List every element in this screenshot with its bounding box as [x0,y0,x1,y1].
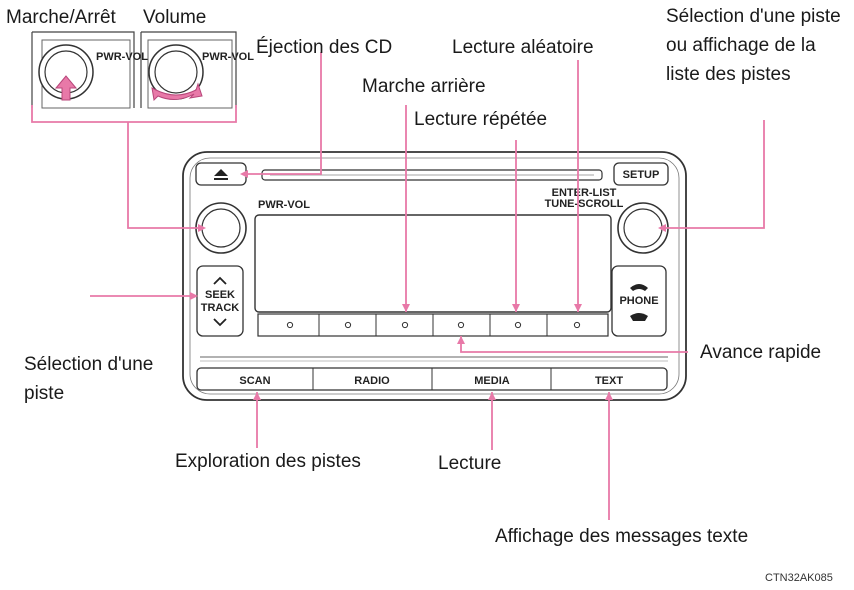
eject-icon [214,169,228,180]
preset-6-button[interactable] [573,321,581,329]
track-label: TRACK [201,302,240,314]
fast-forward-callout: Avance rapide [700,342,822,363]
rotate-arrow-icon [151,82,203,102]
text-button[interactable]: TEXT [595,375,623,387]
pwr-vol-label: PWR-VOL [258,199,310,211]
seek-label: SEEK [205,289,235,301]
hang-up-icon [630,313,648,321]
power-knob-inset: PWR-VOL [31,31,148,109]
callout-lines [31,52,765,520]
tune-scroll-label: TUNE-SCROLL [545,198,624,210]
pwr-vol-knob[interactable] [195,202,247,254]
phone-label: PHONE [619,295,658,307]
play-callout: Lecture [438,453,502,474]
setup-button[interactable]: SETUP [613,162,669,186]
scan-button[interactable]: SCAN [239,375,270,387]
call-icon [630,284,648,291]
media-button[interactable]: MEDIA [474,375,510,387]
eject-button[interactable] [195,162,247,186]
display-screen [254,214,612,313]
chevron-down-icon [213,318,227,327]
preset-1-button[interactable] [286,321,294,329]
power-callout: Marche/Arrêt [6,7,116,28]
preset-4-button[interactable] [457,321,465,329]
power-inset-label: PWR-VOL [96,51,148,63]
shuffle-callout: Lecture aléatoire [452,37,594,58]
scan-callout: Exploration des pistes [175,451,361,472]
image-code: CTN32AK085 [765,572,833,584]
volume-inset-label: PWR-VOL [202,51,254,63]
seek-track-button[interactable]: SEEK TRACK [196,265,244,337]
track-list-callout: Sélection d'une piste ou affichage de la… [666,6,841,85]
radio-button[interactable]: RADIO [354,375,390,387]
preset-2-button[interactable] [344,321,352,329]
phone-button[interactable]: PHONE [611,265,667,337]
text-display-callout: Affichage des messages texte [495,526,749,547]
preset-5-button[interactable] [514,321,522,329]
bottom-buttons: SCAN RADIO MEDIA TEXT [196,367,668,391]
tune-scroll-knob[interactable] [617,202,669,254]
volume-callout: Volume [143,7,207,28]
press-arrow-icon [54,75,78,101]
preset-3-button[interactable] [401,321,409,329]
track-select-callout: Sélection d'une piste [24,354,154,404]
setup-label: SETUP [623,169,660,181]
enter-list-label: ENTER-LIST [552,187,617,199]
preset-buttons [257,313,609,337]
volume-knob-inset: PWR-VOL [140,31,254,109]
callout-arrowheads [190,170,666,400]
repeat-callout: Lecture répétée [414,109,548,130]
eject-callout: Éjection des CD [256,37,393,58]
rewind-callout: Marche arrière [362,76,486,97]
chevron-up-icon [213,276,227,285]
